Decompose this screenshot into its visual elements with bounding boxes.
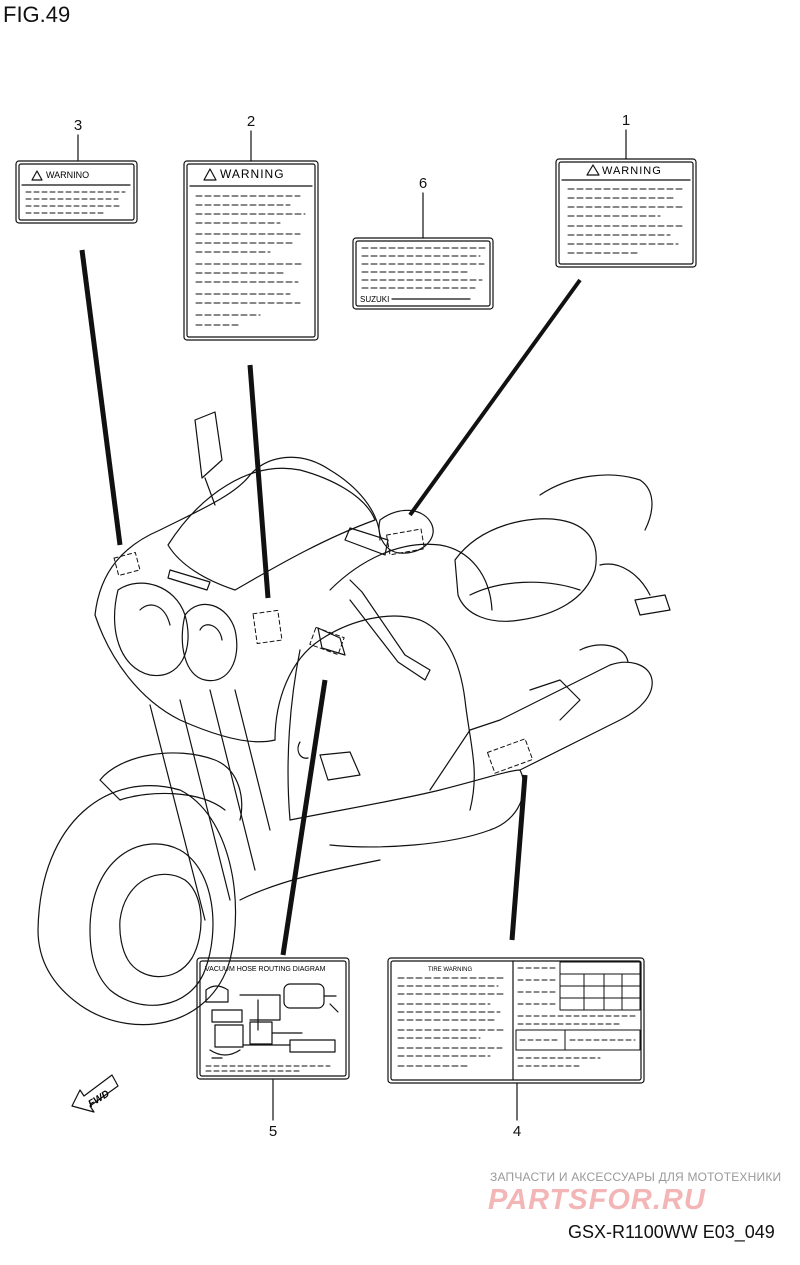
warning-label-2	[183, 160, 319, 341]
watermark-caption: ЗАПЧАСТИ И АКСЕССУАРЫ ДЛЯ МОТОТЕХНИКИ	[490, 1170, 782, 1184]
brand-label-text: SUZUKI	[360, 295, 389, 304]
warning-label-1-heading: WARNING	[602, 165, 662, 177]
brand-label-6	[352, 237, 494, 310]
warning-label-3	[15, 160, 138, 224]
pointer-line-3	[79, 249, 123, 546]
callout-number-1: 1	[621, 112, 631, 129]
watermark-logo: PARTSFOR.RU	[488, 1184, 706, 1216]
fwd-arrow-icon	[71, 1074, 119, 1113]
warning-label-1	[555, 158, 697, 268]
model-code: GSX-R1100WW E03_049	[568, 1222, 775, 1242]
warning-label-3-heading: WARNINO	[46, 170, 89, 180]
callout-number-6: 6	[418, 175, 428, 192]
pointer-line-2	[247, 364, 271, 599]
tire-info-label-4	[387, 957, 645, 1084]
pointer-lines	[79, 249, 582, 956]
callout-number-4: 4	[512, 1123, 522, 1140]
tire-label-heading: TIRE WARNING	[428, 967, 472, 973]
callout-number-5: 5	[268, 1123, 278, 1140]
callout-number-3: 3	[73, 117, 83, 134]
vacuum-label-heading: VACUUM HOSE ROUTING DIAGRAM	[205, 966, 326, 973]
pointer-line-1	[408, 278, 582, 517]
pointer-line-4	[509, 774, 528, 941]
motorcycle-outline	[37, 411, 671, 1026]
callout-number-2: 2	[246, 113, 256, 130]
vacuum-hose-label-5	[196, 957, 350, 1080]
warning-label-2-heading: WARNING	[220, 167, 285, 181]
figure-title: FIG.49	[3, 2, 71, 27]
pointer-line-5	[280, 679, 328, 956]
